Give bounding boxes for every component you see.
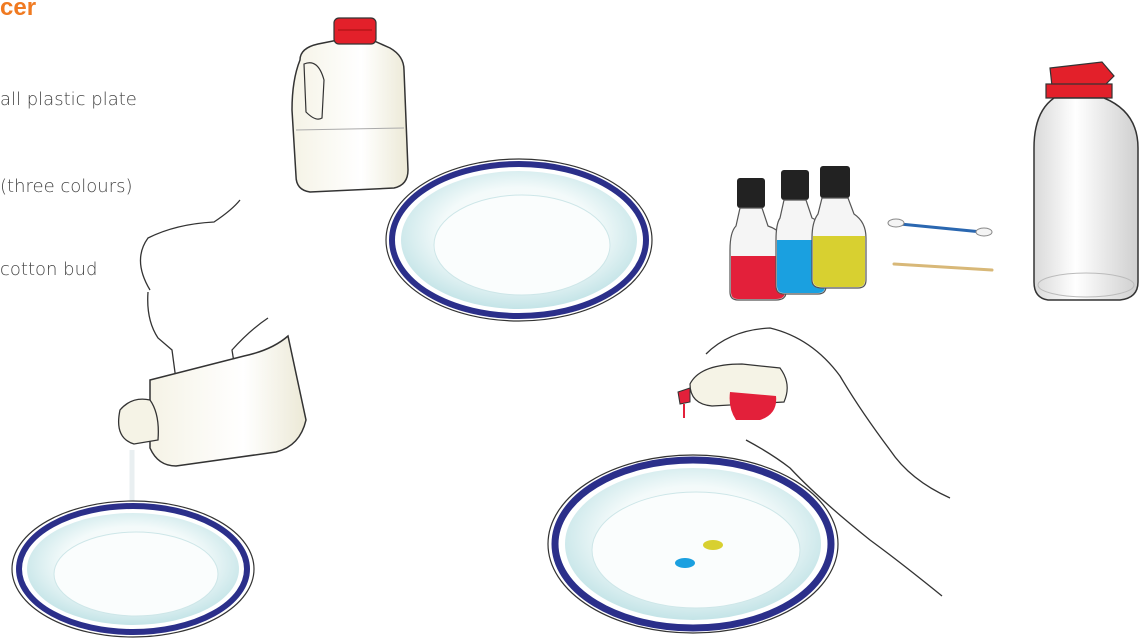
- plastic-plate-bottom-right-icon: [548, 455, 838, 633]
- plastic-plate-icon: [386, 159, 652, 321]
- detergent-bottle-icon: [1034, 62, 1138, 300]
- yellow-drop: [703, 540, 723, 550]
- food-colouring-bottles-icon: [730, 166, 866, 300]
- hand-pouring-milk-icon: [119, 200, 306, 520]
- milk-jug-icon: [292, 18, 408, 192]
- toothpick-icon: [894, 264, 992, 270]
- blue-drop: [675, 558, 695, 568]
- plastic-plate-bottom-left-icon: [12, 501, 254, 637]
- cotton-bud-icon: [888, 219, 992, 236]
